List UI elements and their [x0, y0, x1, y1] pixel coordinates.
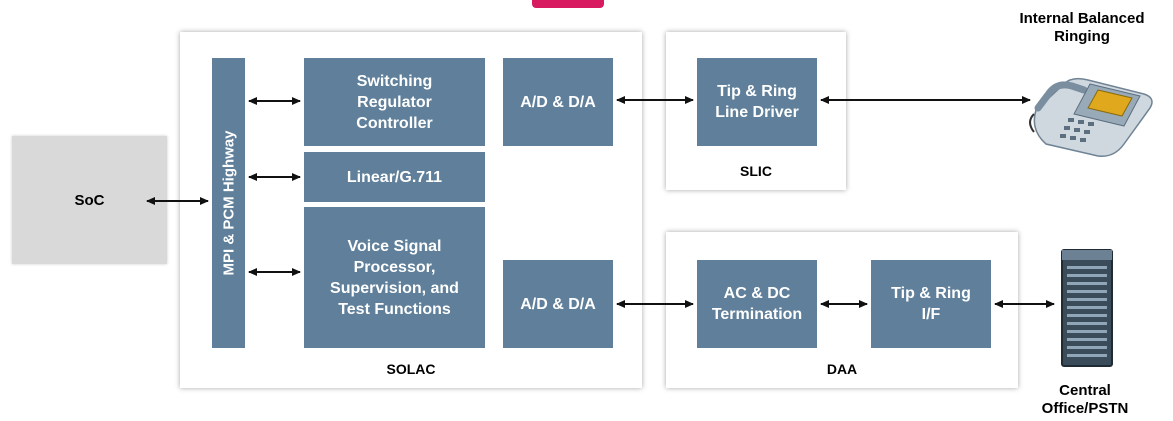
accent-mark: [532, 0, 604, 8]
solac-caption: SOLAC: [386, 361, 436, 377]
server-rack-icon: [1061, 249, 1113, 367]
linear-g711-block: Linear/G.711: [304, 152, 485, 202]
ad-da-top-block: A/D & D/A: [503, 58, 613, 146]
tip-ring-interface-block: Tip & Ring I/F: [871, 260, 991, 348]
central-office-pstn-label: Central Office/PSTN: [1041, 382, 1129, 417]
internal-balanced-ringing-label: Internal Balanced Ringing: [1019, 10, 1145, 45]
telephone-icon: [1029, 77, 1153, 157]
soc-block: SoC: [12, 136, 167, 264]
ac-dc-termination-block: AC & DC Termination: [697, 260, 817, 348]
daa-caption: DAA: [826, 361, 858, 377]
switching-regulator-block: Switching Regulator Controller: [304, 58, 485, 146]
slic-caption: SLIC: [740, 163, 772, 179]
soc-label: SoC: [74, 191, 105, 209]
ad-da-bottom-block: A/D & D/A: [503, 260, 613, 348]
mpi-pcm-highway: MPI & PCM Highway: [212, 58, 245, 348]
voice-signal-processor-block: Voice Signal Processor, Supervision, and…: [304, 207, 485, 348]
tip-ring-line-driver-block: Tip & Ring Line Driver: [697, 58, 817, 146]
